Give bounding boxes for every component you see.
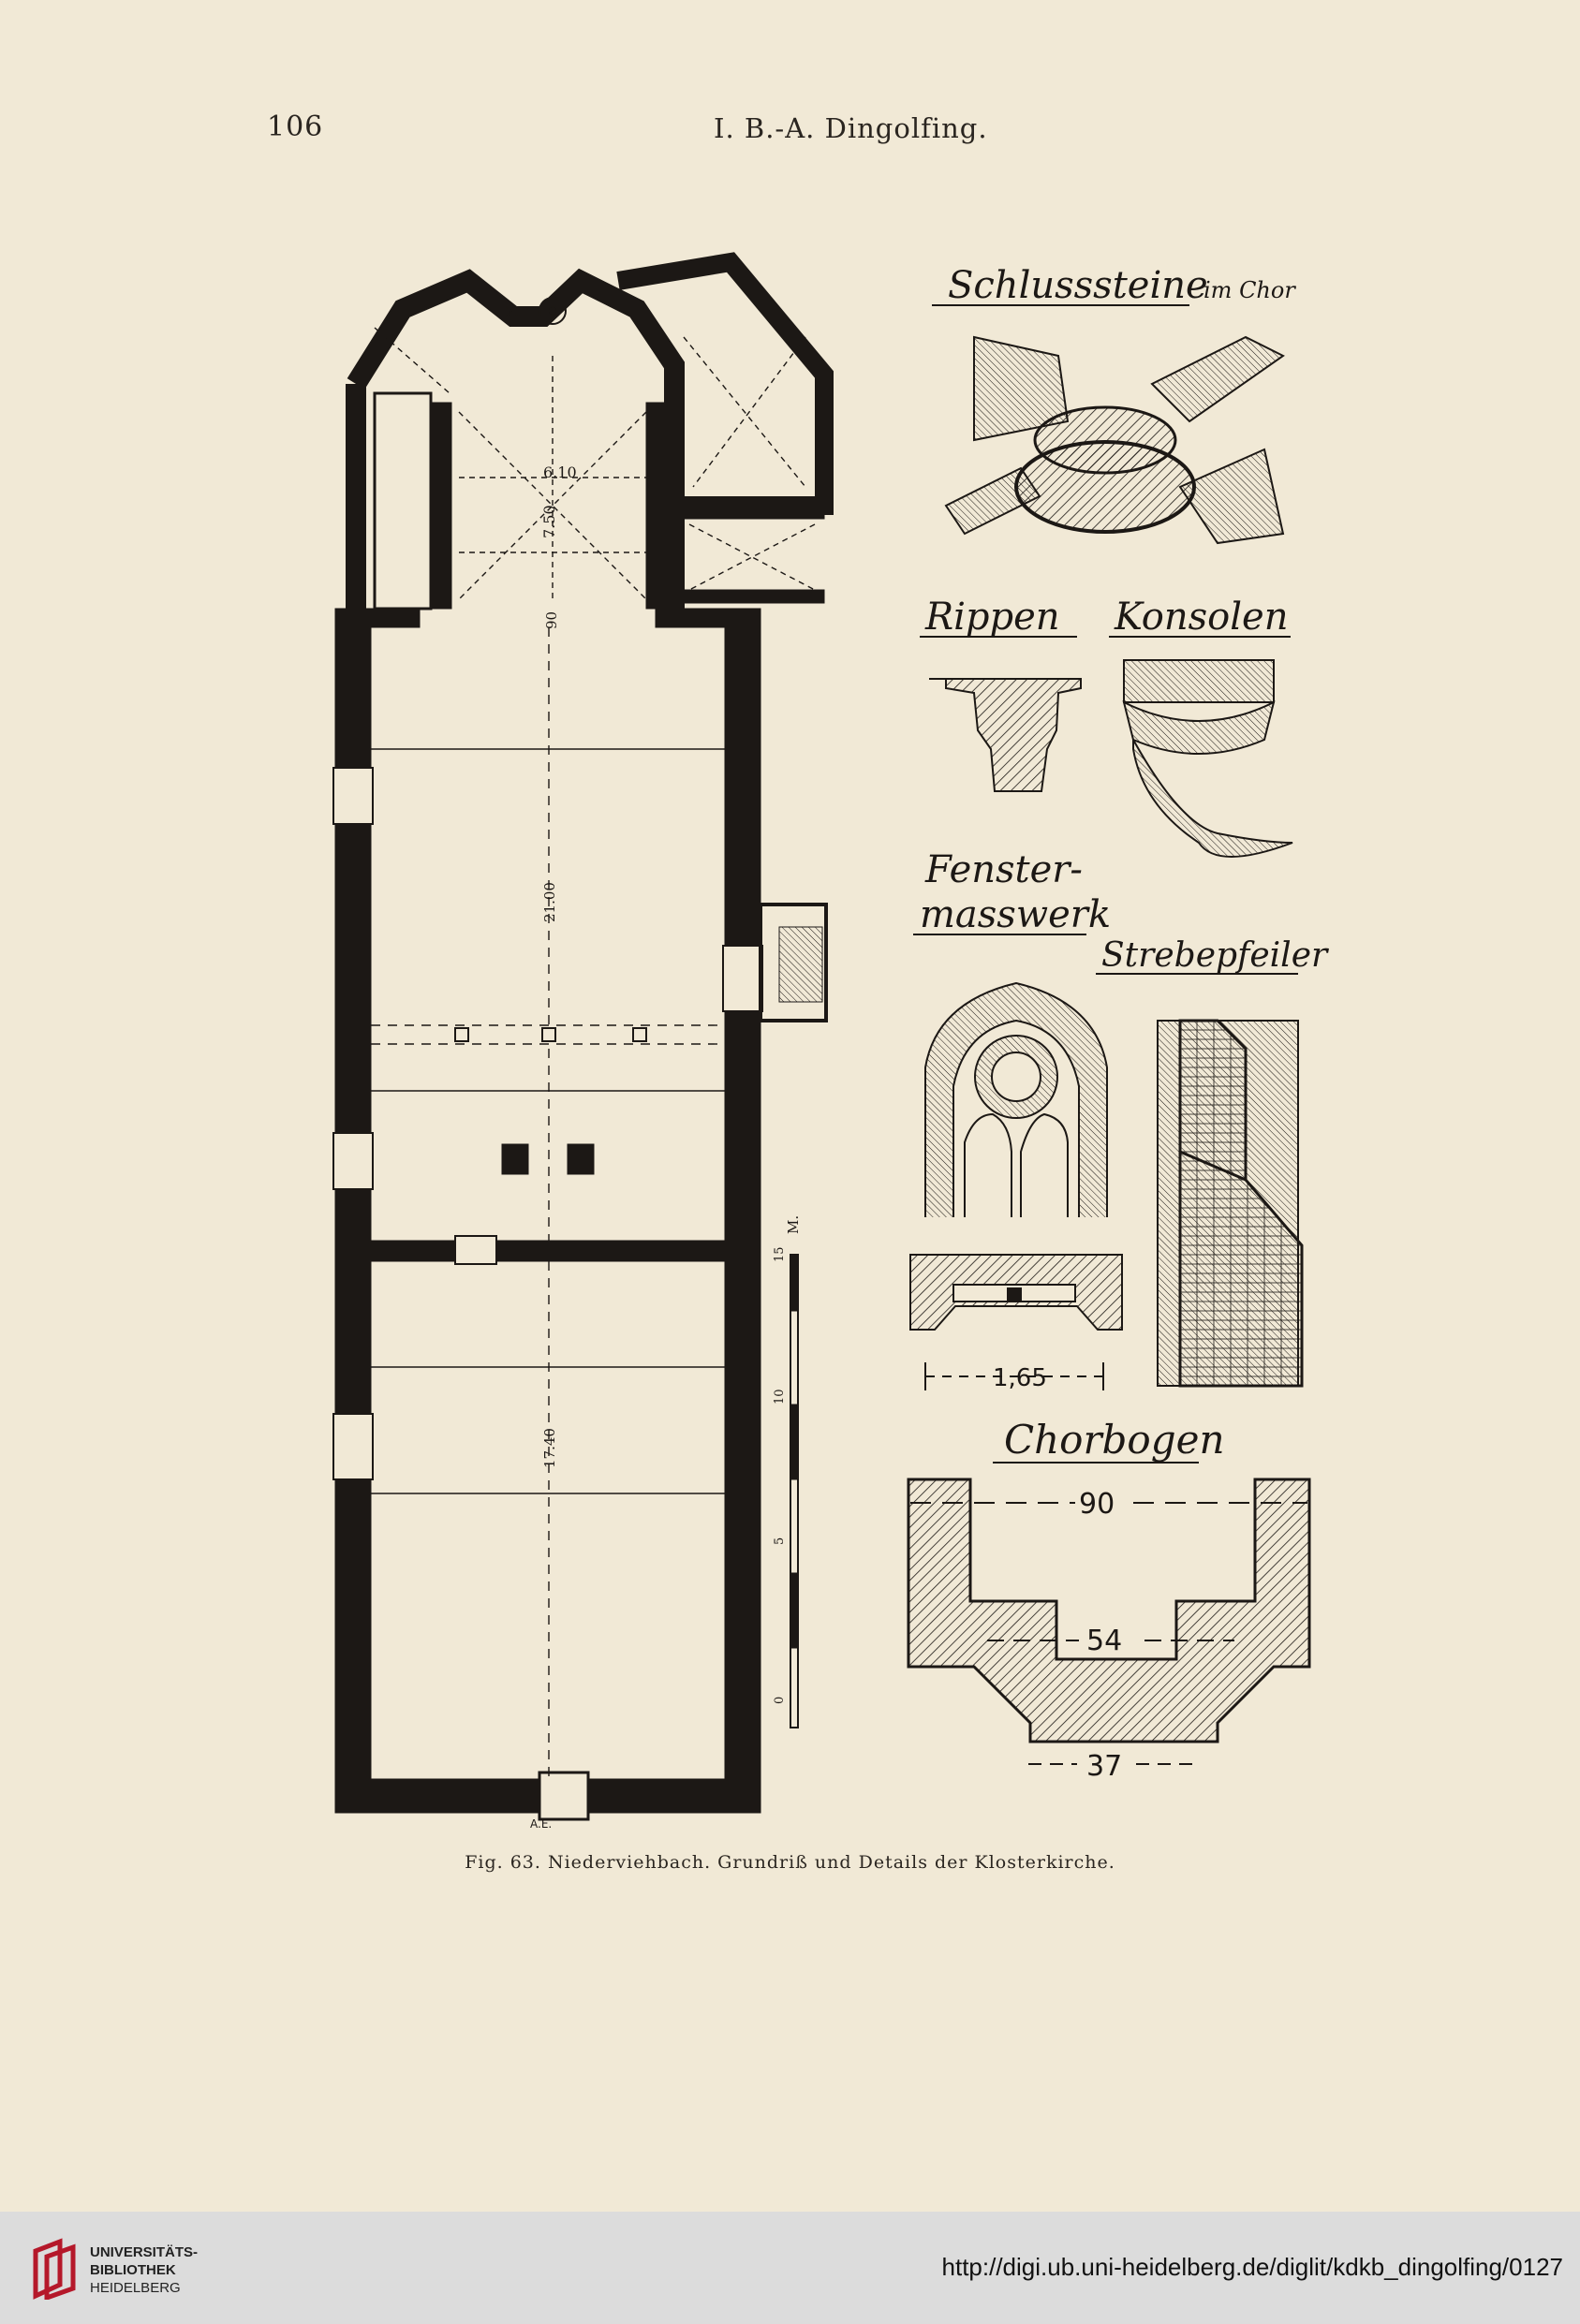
scale-tick-10: 10	[773, 1389, 787, 1405]
nave-length-2-label: 17.40	[541, 1428, 558, 1468]
chorbogen-dim-54: 54	[1086, 1625, 1122, 1657]
library-line-3: HEIDELBERG	[90, 2280, 181, 2296]
figure-plate: 6.10 7.50 90 21.00 17.40 Z. M. 0 5 10 15…	[332, 252, 1329, 1831]
orientation-label: Z.	[506, 302, 521, 320]
scale-unit-label: M.	[785, 1215, 802, 1234]
chancel-arch-profile	[907, 1478, 1311, 1765]
ground-plan	[332, 252, 834, 1821]
library-line-2: BIBLIOTHEK	[90, 2262, 176, 2278]
page-number: 106	[267, 110, 324, 143]
chorbogen-dim-37: 37	[1086, 1750, 1122, 1783]
schlusssteine-heading: Schlusssteine	[948, 264, 1208, 307]
rib-profile	[929, 678, 1082, 792]
window-width-label: 1,65	[993, 1364, 1047, 1392]
library-footer: UNIVERSITÄTS- BIBLIOTHEK HEIDELBERG http…	[0, 2212, 1580, 2324]
running-title: I. B.-A. Dingolfing.	[714, 112, 988, 144]
scale-tick-15: 15	[773, 1246, 787, 1262]
figure-caption: Fig. 63. Niederviehbach. Grundriß und De…	[465, 1852, 1115, 1873]
scale-tick-0: 0	[773, 1697, 787, 1704]
library-logo	[33, 2238, 76, 2300]
fenster-heading-2: masswerk	[920, 893, 1111, 936]
chorbogen-dim-90: 90	[1079, 1488, 1115, 1521]
arch-depth-label: 90	[543, 611, 560, 629]
konsolen-heading: Konsolen	[1114, 596, 1289, 639]
schlusssteine-subheading: im Chor	[1203, 277, 1296, 303]
library-name: UNIVERSITÄTS- BIBLIOTHEK HEIDELBERG	[90, 2243, 198, 2297]
window-section-drawing	[909, 1254, 1123, 1390]
window-tracery-drawing	[924, 981, 1108, 1217]
nave-length-1-label: 21.00	[541, 882, 558, 922]
scale-tick-5: 5	[773, 1537, 787, 1545]
fenster-heading-1: Fenster-	[924, 848, 1083, 891]
chorbogen-heading: Chorbogen	[1004, 1417, 1225, 1463]
keystone-drawing	[944, 335, 1285, 545]
chancel-depth-label: 7.50	[540, 505, 558, 538]
buttress-drawing	[1157, 1019, 1304, 1388]
rippen-heading: Rippen	[924, 596, 1060, 639]
strebepfeiler-heading: Strebepfeiler	[1101, 936, 1329, 975]
corbel-drawing	[1122, 659, 1293, 858]
page-url-link[interactable]: http://digi.ub.uni-heidelberg.de/diglit/…	[941, 2253, 1563, 2281]
chancel-width-label: 6.10	[543, 463, 577, 481]
running-header: 106 I. B.-A. Dingolfing.	[0, 110, 1580, 157]
book-page: 106 I. B.-A. Dingolfing.	[0, 110, 1580, 1873]
draughtsman-mark: A.E.	[530, 1817, 552, 1831]
library-line-1: UNIVERSITÄTS-	[90, 2244, 199, 2260]
